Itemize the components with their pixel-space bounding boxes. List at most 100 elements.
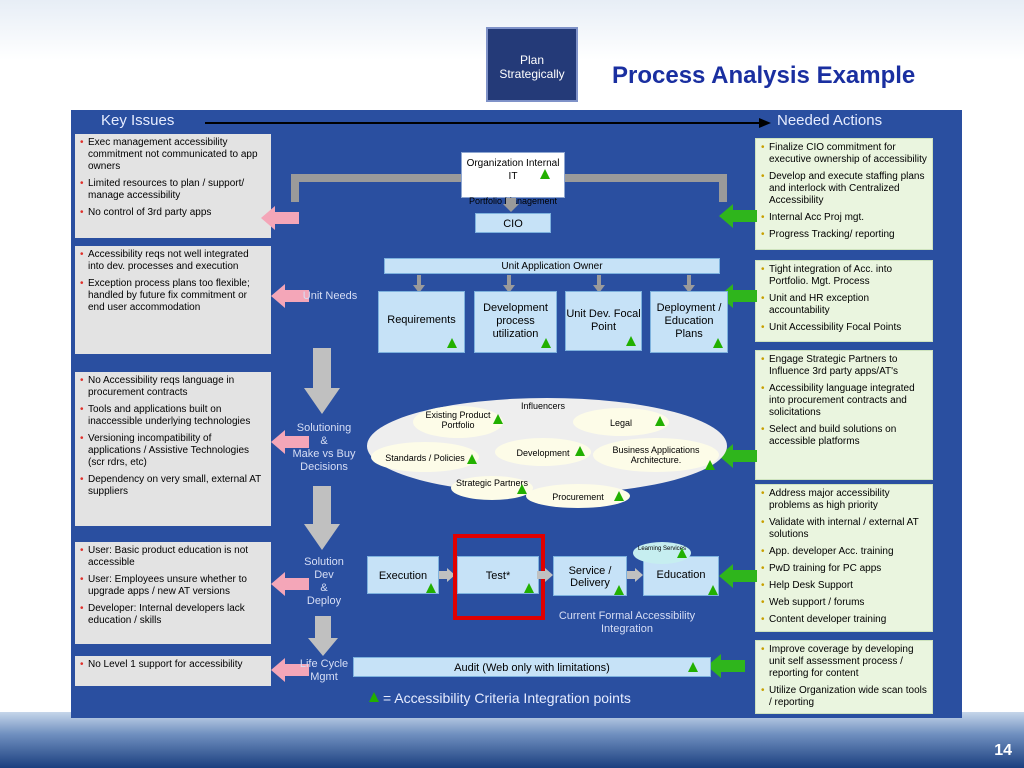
marker-triangle bbox=[541, 338, 551, 348]
marker-triangle bbox=[467, 454, 477, 464]
diagram-panel: Key Issues Needed Actions Exec managemen… bbox=[71, 110, 962, 718]
stage-arrow-2 bbox=[304, 486, 340, 550]
bullet-item: Address major accessibility problems as … bbox=[761, 488, 927, 512]
issue-box-1: Exec management accessibility commitment… bbox=[75, 134, 271, 238]
bullet-item: Unit Accessibility Focal Points bbox=[761, 322, 927, 334]
unit-box-focal: Unit Dev. Focal Point bbox=[565, 291, 642, 351]
influencer-label: Business Applications Architecture. bbox=[612, 445, 700, 465]
unit-box-requirements: Requirements bbox=[378, 291, 465, 353]
bullet-item: Versioning incompatibility of applicatio… bbox=[80, 433, 266, 469]
stage-solution-dev: Solution Dev & Deploy bbox=[304, 556, 344, 607]
influencer-label: Strategic Partners bbox=[455, 478, 529, 488]
learning-label: Learning Services bbox=[637, 546, 687, 552]
test-highlight-box bbox=[453, 534, 545, 620]
unit-label: Requirements bbox=[387, 314, 456, 326]
marker-triangle bbox=[614, 585, 624, 595]
unit-box-deployment: Deployment / Education Plans bbox=[650, 291, 728, 353]
bullet-item: Utilize Organization wide scan tools / r… bbox=[761, 685, 927, 709]
influencer-development: Development bbox=[495, 438, 591, 466]
flow-arrow-1 bbox=[439, 568, 455, 582]
audit-bar: Audit (Web only with limitations) bbox=[353, 657, 711, 677]
marker-triangle bbox=[540, 169, 550, 179]
bullet-item: No Accessibility reqs language in procur… bbox=[80, 375, 266, 399]
flow-label: Education bbox=[656, 569, 706, 581]
bullet-item: Internal Acc Proj mgt. bbox=[761, 212, 927, 224]
green-arrow-1 bbox=[719, 204, 757, 228]
bullet-item: Finalize CIO commitment for executive ow… bbox=[761, 142, 927, 166]
marker-triangle bbox=[493, 414, 503, 424]
pink-arrow-4 bbox=[271, 572, 309, 596]
needed-actions-header: Needed Actions bbox=[777, 112, 883, 129]
bullet-item: Progress Tracking/ reporting bbox=[761, 229, 927, 241]
influencer-portfolio: Existing Product Portfolio bbox=[413, 406, 503, 438]
flow-arrow-3 bbox=[627, 568, 643, 582]
bullet-item: Exec management accessibility commitment… bbox=[80, 137, 266, 173]
plan-badge-text: Plan Strategically bbox=[499, 53, 565, 81]
marker-triangle bbox=[677, 548, 687, 558]
issue-box-5: No Level 1 support for accessibility bbox=[75, 656, 271, 686]
green-arrow-4 bbox=[719, 564, 757, 588]
unit-label: Unit Dev. Focal Point bbox=[566, 308, 641, 333]
issue-box-3: No Accessibility reqs language in procur… bbox=[75, 372, 271, 526]
stage-solutioning: Solutioning & Make vs Buy Decisions bbox=[292, 422, 356, 473]
flow-caption: Current Formal Accessibility Integration bbox=[558, 610, 696, 635]
bullet-item: Limited resources to plan / support/ man… bbox=[80, 178, 266, 202]
bullet-item: User: Employees unsure whether to upgrad… bbox=[80, 574, 266, 598]
green-arrow-2 bbox=[719, 284, 757, 308]
marker-triangle bbox=[705, 460, 715, 470]
influencer-legal: Legal bbox=[573, 408, 669, 436]
bullet-item: No control of 3rd party apps bbox=[80, 207, 266, 219]
issue-box-4: User: Basic product education is not acc… bbox=[75, 542, 271, 644]
bullet-item: No Level 1 support for accessibility bbox=[80, 659, 266, 671]
green-arrow-5 bbox=[707, 654, 745, 678]
bullet-item: Accessibility reqs not well integrated i… bbox=[80, 249, 266, 273]
action-box-3: Engage Strategic Partners to Influence 3… bbox=[755, 350, 933, 480]
marker-triangle bbox=[626, 336, 636, 346]
key-issues-header: Key Issues bbox=[101, 112, 175, 129]
bullet-item: Developer: Internal developers lack educ… bbox=[80, 603, 266, 627]
bullet-item: Engage Strategic Partners to Influence 3… bbox=[761, 354, 927, 378]
header-arrow bbox=[205, 118, 771, 128]
bullet-item: Tight integration of Acc. into Portfolio… bbox=[761, 264, 927, 288]
flow-arrow-2 bbox=[537, 568, 553, 582]
bullet-item: Web support / forums bbox=[761, 597, 927, 609]
marker-triangle bbox=[447, 338, 457, 348]
org-box: Organization Internal IT Portfolio Manag… bbox=[461, 152, 565, 206]
unit-box-development: Development process utilization bbox=[474, 291, 557, 353]
influencer-label: Legal bbox=[609, 418, 633, 428]
action-box-2: Tight integration of Acc. into Portfolio… bbox=[755, 260, 933, 342]
unit-owner-bar: Unit Application Owner bbox=[384, 258, 720, 274]
audit-label: Audit (Web only with limitations) bbox=[454, 662, 610, 674]
flow-test: Test* bbox=[457, 556, 539, 594]
legend-text: = Accessibility Criteria Integration poi… bbox=[383, 690, 631, 706]
bullet-item: Exception process plans too flexible; ha… bbox=[80, 278, 266, 314]
org-title: Organization Internal IT bbox=[466, 158, 560, 182]
flow-label: Test* bbox=[485, 570, 511, 582]
marker-triangle bbox=[426, 583, 436, 593]
plan-badge: Plan Strategically bbox=[486, 27, 578, 102]
stage-lifecycle: Life Cycle Mgmt bbox=[299, 658, 349, 683]
slide-number: 14 bbox=[994, 742, 1012, 759]
marker-triangle bbox=[655, 416, 665, 426]
bullet-item: Accessibility language integrated into p… bbox=[761, 383, 927, 419]
stage-arrow-3 bbox=[308, 616, 338, 656]
bullet-item: Content developer training bbox=[761, 614, 927, 626]
action-box-5: Improve coverage by developing unit self… bbox=[755, 640, 933, 714]
action-box-1: Finalize CIO commitment for executive ow… bbox=[755, 138, 933, 250]
pink-arrow-3 bbox=[271, 430, 309, 454]
legend-triangle bbox=[369, 692, 379, 702]
bullet-item: Select and build solutions on accessible… bbox=[761, 424, 927, 448]
org-to-cio-arrow bbox=[503, 198, 519, 212]
marker-triangle bbox=[708, 585, 718, 595]
marker-triangle bbox=[688, 662, 698, 672]
bullet-item: User: Basic product education is not acc… bbox=[80, 545, 266, 569]
influencer-label: Procurement bbox=[552, 492, 604, 502]
flow-label: Execution bbox=[378, 570, 428, 582]
bullet-item: Dependency on very small, external AT su… bbox=[80, 474, 266, 498]
bullet-item: Improve coverage by developing unit self… bbox=[761, 644, 927, 680]
marker-triangle bbox=[575, 446, 585, 456]
flow-execution: Execution bbox=[367, 556, 439, 594]
influencer-architecture: Business Applications Architecture. bbox=[593, 438, 719, 472]
pink-arrow-5 bbox=[271, 658, 309, 682]
stage-arrow-1 bbox=[304, 348, 340, 414]
